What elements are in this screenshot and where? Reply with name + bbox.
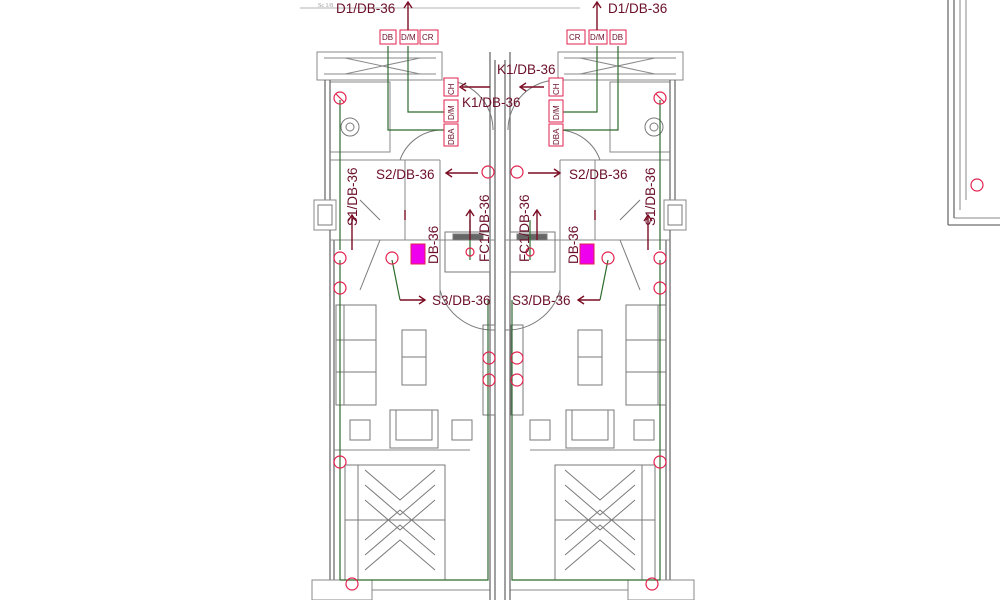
label-fc1-left: FC1/DB-36 <box>477 194 492 262</box>
label-s1-right: S1/DB-36 <box>643 167 658 226</box>
wiring-runs <box>339 46 661 581</box>
circuit-labels-left: D1/DB-36 K1/DB-36 S2/DB-36 S1/DB-36 FC1/… <box>336 1 521 308</box>
tag-dm-right: D/M <box>590 33 605 42</box>
label-s1-left: S1/DB-36 <box>345 167 360 226</box>
tag-cr-left: CR <box>422 33 434 42</box>
beds <box>344 464 656 581</box>
label-k1-right: K1/DB-36 <box>497 62 556 77</box>
label-s2-left: S2/DB-36 <box>376 167 435 182</box>
label-k1-left: K1/DB-36 <box>462 95 521 110</box>
tag-dba-right: DBA <box>552 128 561 145</box>
device-panels: DB D/M CR CR D/M DB CH D/M DBA CH D/M DB… <box>379 29 627 265</box>
tag-dm-right-vertical: D/M <box>552 105 561 120</box>
tag-cr-right: CR <box>569 33 581 42</box>
tag-db-right: DB <box>612 33 623 42</box>
tag-dba-left: DBA <box>447 128 456 145</box>
living-furniture <box>335 304 667 449</box>
sheet-reference: Sc 1/8 <box>318 3 333 9</box>
label-s2-right: S2/DB-36 <box>569 167 628 182</box>
tag-db-left: DB <box>382 33 393 42</box>
tag-dm-left-vertical: D/M <box>447 105 456 120</box>
label-d1-right: D1/DB-36 <box>608 1 667 16</box>
label-fc1-right: FC1/DB-36 <box>517 194 532 262</box>
tag-ch-left: CH <box>447 83 456 95</box>
tag-dm-left: D/M <box>401 33 416 42</box>
label-db-right: DB-36 <box>566 226 581 264</box>
bathroom-fixtures <box>317 117 683 273</box>
light-fixtures <box>333 91 984 591</box>
tag-ch-right: CH <box>552 83 561 95</box>
label-d1-left: D1/DB-36 <box>336 1 395 16</box>
label-db-left: DB-36 <box>426 226 441 264</box>
homerun-arrows <box>347 0 653 305</box>
label-s3-right: S3/DB-36 <box>512 293 571 308</box>
circuit-labels-right: D1/DB-36 K1/DB-36 S2/DB-36 S1/DB-36 FC1/… <box>497 1 667 308</box>
label-s3-left: S3/DB-36 <box>432 293 491 308</box>
